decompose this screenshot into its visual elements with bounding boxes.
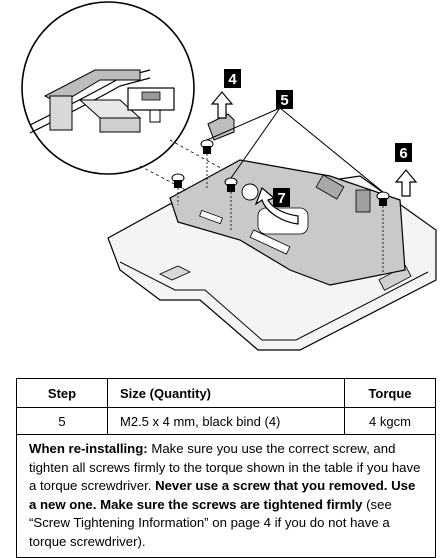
- note-text-1: Make sure you use the correct screw, and…: [29, 441, 421, 493]
- up-arrow-icon: [394, 169, 418, 197]
- note-warning: Never use a screw that you removed. Use …: [29, 478, 416, 512]
- cell-size: M2.5 x 4 mm, black bind (4): [107, 407, 345, 435]
- callout-6: 6: [395, 143, 412, 162]
- table-header-row: Step Size (Quantity) Torque: [16, 378, 436, 408]
- screw-icon: [200, 139, 214, 190]
- header-size: Size (Quantity): [107, 378, 345, 408]
- reinstall-note: When re-installing: Make sure you use th…: [16, 434, 436, 558]
- note-label: When re-installing:: [29, 441, 148, 456]
- lift-arrow-icon: [254, 186, 299, 225]
- svg-text:7: 7: [277, 190, 285, 207]
- svg-text:5: 5: [280, 92, 288, 109]
- svg-text:6: 6: [399, 145, 407, 162]
- callout-4: 4: [224, 69, 241, 88]
- svg-text:4: 4: [228, 71, 237, 88]
- screw-spec-table: Step Size (Quantity) Torque 5 M2.5 x 4 m…: [16, 378, 436, 558]
- table-row: 5 M2.5 x 4 mm, black bind (4) 4 kgcm: [16, 407, 436, 435]
- callout-5: 5: [276, 90, 293, 109]
- cell-step: 5: [16, 407, 108, 435]
- disassembly-illustration: 4 5 6 7: [21, 1, 437, 351]
- callout-7: 7: [273, 188, 290, 207]
- header-step: Step: [16, 378, 108, 408]
- header-torque: Torque: [344, 378, 436, 408]
- up-arrow-icon: [210, 91, 234, 119]
- note-text-2: (see “Screw Tightening Information” on p…: [29, 496, 392, 549]
- cell-torque: 4 kgcm: [344, 407, 436, 435]
- screw-icon: [171, 173, 185, 205]
- detail-magnifier: [21, 1, 195, 175]
- note-row: When re-installing: Make sure you use th…: [16, 434, 436, 558]
